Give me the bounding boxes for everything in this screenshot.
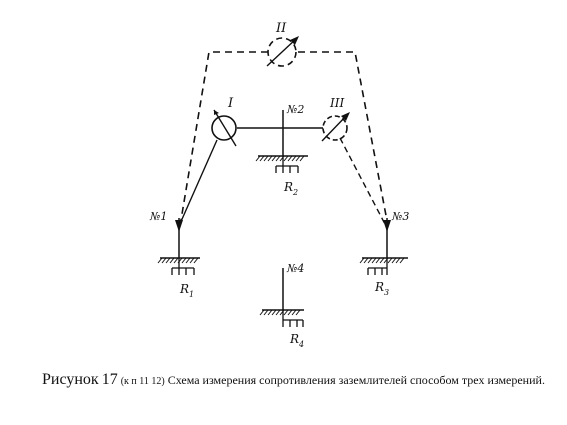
meter-3-circle	[322, 115, 348, 141]
label-resistance-1: R 1	[179, 282, 194, 299]
solid-wires	[178, 127, 323, 227]
caption-reference: (к п 11 12)	[120, 376, 165, 387]
electrode-2	[255, 110, 308, 173]
electrode-3	[359, 218, 408, 275]
svg-text:4: 4	[298, 340, 304, 349]
svg-text:R: R	[179, 282, 189, 296]
caption-text: Схема измерения сопротивления заземлител…	[167, 373, 545, 387]
meter-2	[266, 36, 299, 67]
meter-1	[211, 109, 237, 147]
resistor-comb-4	[282, 310, 304, 327]
dashed-wire-left	[179, 51, 268, 227]
svg-text:1: 1	[189, 290, 194, 299]
ground-hatch-3	[359, 257, 405, 264]
label-electrode-2: №2	[286, 103, 304, 116]
label-meter-3: III	[329, 96, 344, 110]
label-electrode-4: №4	[286, 262, 304, 275]
wire-meter-1-to-electrode-1	[178, 139, 218, 227]
dashed-wire-right	[298, 51, 389, 227]
dashed-wire-meter-3	[339, 137, 387, 227]
figure-caption: Рисунок 17 (к п 11 12) Схема измерения с…	[42, 372, 547, 390]
meter-2-circuit	[179, 51, 389, 227]
meter-3-arrow-head	[341, 112, 350, 121]
resistor-comb-2	[275, 156, 299, 173]
resistor-comb-3	[367, 258, 388, 275]
label-resistance-2: R 2	[283, 180, 298, 197]
label-resistance-4: R 4	[289, 332, 304, 349]
label-electrode-1: №1	[149, 210, 167, 223]
label-resistance-3: R 3	[374, 280, 389, 297]
electrode-4	[259, 268, 304, 327]
meter-2-arrow-head	[290, 36, 299, 45]
label-electrode-3: №3	[391, 210, 409, 223]
ground-hatch-4	[259, 309, 301, 316]
svg-text:2: 2	[292, 188, 298, 197]
label-meter-1: I	[227, 96, 234, 111]
svg-text:R: R	[374, 280, 384, 294]
meter-2-circle	[267, 37, 297, 67]
meter-1-arrow	[213, 109, 237, 147]
caption-figure-word: Рисунок	[42, 371, 99, 388]
meter-3	[321, 112, 350, 142]
caption-figure-number: 17	[101, 371, 118, 388]
resistor-comb-1	[171, 258, 195, 275]
meter-1-arrow-head	[214, 110, 219, 115]
label-meter-2: II	[275, 21, 287, 36]
svg-text:R: R	[283, 180, 293, 194]
svg-text:R: R	[289, 332, 299, 346]
svg-text:3: 3	[384, 288, 389, 297]
electrode-1	[157, 218, 200, 275]
meter-2-arrow	[266, 37, 298, 67]
meter-1-circle	[211, 115, 237, 141]
